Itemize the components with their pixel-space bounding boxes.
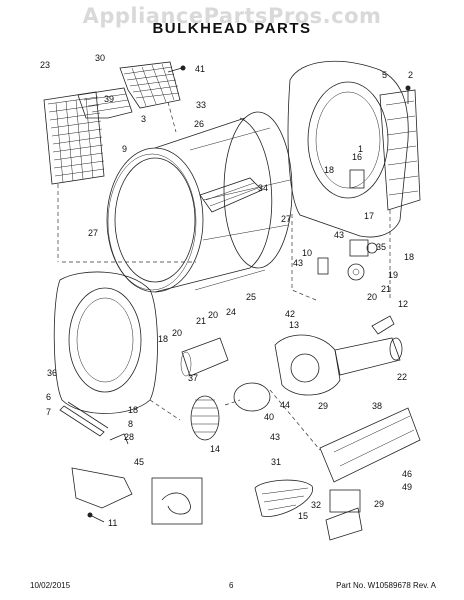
callout: 23 [40,60,50,70]
callout: 16 [352,152,362,162]
page-title: BULKHEAD PARTS [152,20,312,37]
moisture-sensor-45 [71,467,133,509]
callout: 27 [88,228,98,238]
callout: 2 [408,70,413,80]
blower-duct-22 [334,337,403,376]
callout: 35 [376,242,386,252]
footer-date: 10/02/2015 [30,581,71,590]
callout: 6 [46,392,51,402]
callout: 49 [402,482,412,492]
callout: 21 [196,316,206,326]
outlet-connector-32 [325,507,363,541]
callout: 37 [188,373,198,383]
idler-pulley-19 [347,263,365,281]
callout: 19 [388,270,398,280]
callout: 3 [141,114,146,124]
callout: 22 [397,372,407,382]
callout: 45 [134,457,144,467]
callout: 32 [311,500,321,510]
callout: 28 [124,432,134,442]
callout: 1 [358,144,363,154]
screw-41 [167,65,186,73]
drive-motor-37 [180,337,229,377]
idler-bracket-35 [349,239,378,257]
callout: 25 [246,292,256,302]
callout: 8 [128,419,133,429]
rear-heater-housing-5 [379,89,421,211]
callout: 24 [226,307,236,317]
callout: 21 [381,284,391,294]
gasket-40 [233,382,271,412]
screw-2 [405,85,411,104]
callout: 43 [270,432,280,442]
callout: 12 [398,299,408,309]
drum-baffle-34 [199,177,263,213]
glide-strip-6 [67,401,109,429]
callout: 26 [194,119,204,129]
bracket-28 [109,433,129,445]
callout: 14 [210,444,220,454]
callout: 18 [158,334,168,344]
callout: 43 [293,258,303,268]
callout: 42 [285,309,295,319]
callout: 43 [334,230,344,240]
callout: 29 [318,401,328,411]
callout: 36 [47,368,57,378]
blower-housing-44 [274,334,341,396]
callout-numbers: 30 41 23 39 3 33 5 2 26 9 16 1 18 34 27 … [40,53,414,528]
callout: 17 [364,211,374,221]
callout: 30 [95,53,105,63]
callout: 40 [264,412,274,422]
drum-seal-27 [107,153,197,291]
callout: 10 [302,248,312,258]
callout: 31 [271,457,281,467]
callout: 34 [258,183,268,193]
wire-harness-14 [151,477,203,525]
thermistor-31 [254,479,313,517]
mesh-grille-30 [119,61,181,109]
callout: 41 [195,64,205,74]
clip-10 [317,257,329,275]
callout: 20 [367,292,377,302]
callout: 18 [128,405,138,415]
callout: 13 [289,320,299,330]
thermostat-16 [349,169,365,189]
heater-element-49 [329,489,361,513]
footer-page-number: 6 [229,581,234,590]
duct-bracket-39 [77,87,133,119]
callout: 11 [108,518,117,528]
callout: 5 [382,70,387,80]
callout: 20 [208,310,218,320]
lint-filter-grille [43,91,105,185]
watermark: AppliancePartsPros.com [82,4,382,28]
callout: 18 [324,165,334,175]
blower-wheel-34b [190,395,220,441]
bracket-12 [371,315,395,335]
front-bulkhead-36 [53,271,158,414]
callout: 44 [280,400,290,410]
callout: 7 [46,407,51,417]
callout: 38 [372,401,382,411]
callout: 27 [281,214,291,224]
heater-duct-46 [319,407,421,483]
callout: 9 [122,144,127,154]
glide-strip-7 [59,405,105,437]
callout: 46 [402,469,412,479]
callout: 18 [404,252,414,262]
leader-lines [57,101,391,451]
callout: 29 [374,499,384,509]
footer-part-number: Part No. W10589678 Rev. A [336,581,436,590]
callout: 15 [298,511,308,521]
dryer-drum [106,117,291,293]
callout: 39 [104,94,114,104]
rear-bulkhead [287,60,409,238]
callout: 20 [172,328,182,338]
screw-11 [87,512,105,523]
callout: 33 [196,100,206,110]
